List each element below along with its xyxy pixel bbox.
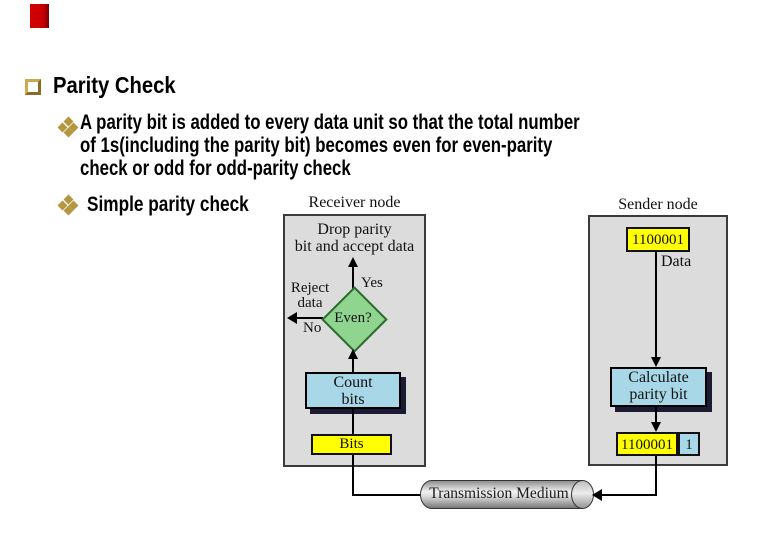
reject-line2: data bbox=[297, 295, 323, 311]
connector-line bbox=[352, 409, 354, 434]
bullet1-line1: A parity bit is added to every data unit… bbox=[80, 111, 580, 134]
bullet1-line3: check or odd for odd-parity check bbox=[80, 157, 351, 180]
no-label: No bbox=[303, 320, 322, 336]
sender-data-box: 1100001 bbox=[626, 227, 690, 252]
calc-line1: Calculate bbox=[628, 369, 689, 386]
reject-line1: Reject bbox=[290, 280, 330, 296]
diamond-bullet-icon bbox=[57, 194, 79, 216]
drop-parity-line1: Drop parity bbox=[317, 221, 392, 238]
arrow-down-icon bbox=[651, 357, 661, 367]
connector-line bbox=[600, 494, 657, 496]
slide-accent-red bbox=[30, 4, 49, 28]
calc-line2: parity bit bbox=[629, 386, 688, 403]
yes-label: Yes bbox=[361, 275, 383, 291]
arrow-up-icon bbox=[348, 349, 358, 359]
calc-parity-box: Calculate parity bit bbox=[610, 367, 707, 407]
receiver-node-title: Receiver node bbox=[308, 194, 401, 211]
bullet1-text: A parity bit is added to every data unit… bbox=[80, 111, 580, 180]
connector-line bbox=[352, 455, 354, 495]
bullet1-line2: of 1s(including the parity bit) becomes … bbox=[80, 134, 553, 157]
transmission-medium-cylinder bbox=[420, 480, 583, 509]
bits-box: Bits bbox=[311, 434, 392, 455]
drop-parity-line2: bit and accept data bbox=[294, 238, 415, 255]
connector-line bbox=[655, 407, 657, 423]
connector-line bbox=[655, 456, 657, 495]
data-label: Data bbox=[661, 253, 692, 270]
page-title: Parity Check bbox=[53, 72, 176, 98]
connector-line bbox=[295, 317, 323, 319]
decision-label: Even? bbox=[334, 310, 372, 326]
connector-line bbox=[352, 357, 354, 372]
connector-line bbox=[352, 494, 422, 496]
square-bullet-icon bbox=[25, 79, 41, 95]
connector-line bbox=[655, 252, 657, 358]
count-bits-box: Count bits bbox=[305, 372, 401, 409]
arrow-left-icon bbox=[592, 489, 602, 501]
arrow-up-icon bbox=[348, 257, 358, 267]
sender-panel bbox=[588, 215, 728, 466]
sender-node-title: Sender node bbox=[618, 196, 698, 213]
reject-data-text: Reject data bbox=[286, 281, 334, 311]
connector-line bbox=[352, 265, 354, 289]
drop-parity-text: Drop parity bit and accept data bbox=[283, 221, 426, 255]
count-line2: bits bbox=[341, 391, 365, 408]
parity-bit-box: 1 bbox=[678, 432, 700, 456]
result-data-box: 1100001 bbox=[616, 432, 678, 456]
arrow-down-icon bbox=[651, 422, 661, 432]
bullet2-text: Simple parity check bbox=[87, 193, 249, 216]
diamond-bullet-icon bbox=[57, 116, 79, 138]
arrow-left-icon bbox=[287, 312, 297, 324]
cylinder-cap bbox=[571, 480, 594, 509]
count-line1: Count bbox=[333, 374, 373, 391]
transmission-medium-label: Transmission Medium bbox=[429, 485, 569, 502]
